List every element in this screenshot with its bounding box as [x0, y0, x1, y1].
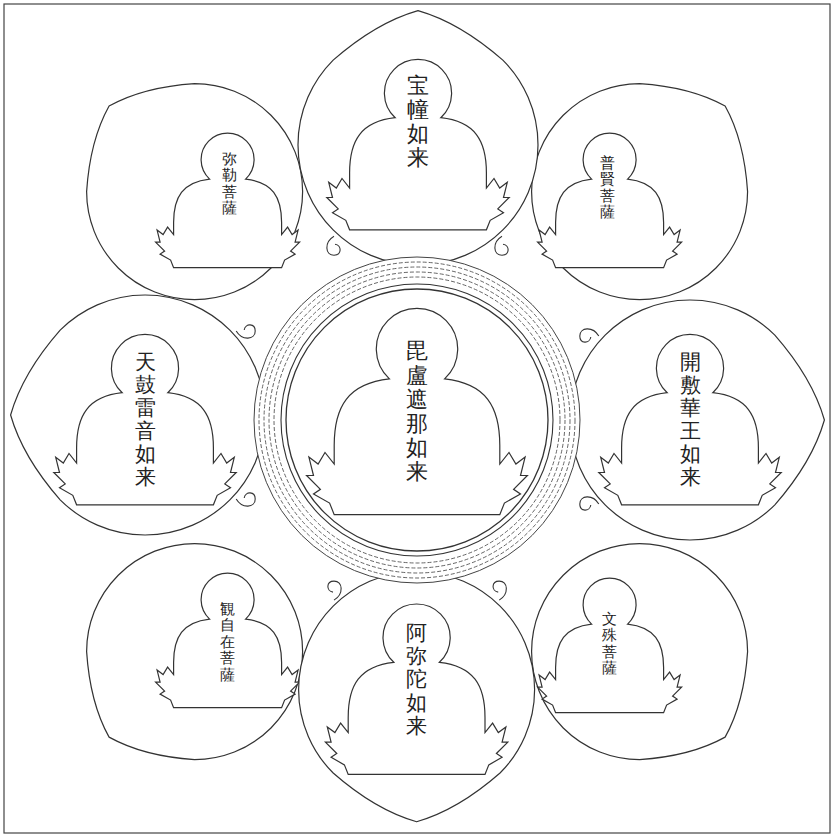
- lotus-petal: 観自在菩薩: [65, 522, 324, 781]
- buddha-figure: [326, 604, 508, 774]
- buddha-figure: [156, 134, 300, 268]
- petal-outline: [487, 499, 802, 814]
- petal-hook: [328, 582, 341, 601]
- petal-outline: [570, 300, 824, 540]
- deity-name: 普賢菩薩: [600, 155, 615, 221]
- outer-ring: [254, 257, 580, 583]
- inner-ring: [281, 284, 553, 556]
- petal-hook: [327, 236, 340, 255]
- petal-outline: [299, 572, 535, 822]
- central-circle: 毘盧遮那如来: [249, 252, 585, 588]
- petal-outline: [298, 11, 538, 265]
- petal-outline: [487, 30, 802, 345]
- buddha-figure: [538, 579, 682, 713]
- petal-outline: [33, 499, 348, 814]
- buddha-figure: [599, 334, 781, 504]
- dashed-ring: [264, 267, 570, 573]
- petal-hook: [493, 582, 506, 601]
- lotus-petal: 開敷華王如来: [546, 276, 834, 564]
- deity-name: 阿弥陀如来: [406, 622, 427, 737]
- deity-name: 弥勒菩薩: [222, 151, 237, 217]
- buddha-figure: [538, 134, 682, 268]
- node-outline: [510, 522, 769, 781]
- petal-hook: [236, 493, 255, 506]
- lotus-petal: 文殊菩薩: [510, 522, 769, 781]
- petal-hook: [495, 236, 508, 255]
- deity-name: 観自在菩薩: [220, 601, 235, 684]
- lotus-petal: 阿弥陀如来: [275, 548, 558, 831]
- inner-circle: [286, 289, 548, 551]
- buddha-figure: [307, 308, 528, 514]
- deity-name: 毘盧遮那如来: [406, 339, 428, 484]
- node-outline: [65, 62, 324, 321]
- deity-name: 天鼓雷音如来: [135, 351, 156, 490]
- petal-outline: [11, 295, 265, 535]
- dashed-ring: [269, 272, 565, 568]
- outer-frame: [4, 4, 830, 833]
- node-outline: [65, 522, 324, 781]
- lotus-petal: 宝幢如来: [274, 1, 562, 289]
- petal-hook: [236, 325, 255, 338]
- buddha-figure: [54, 334, 236, 504]
- dashed-ring: [274, 277, 560, 563]
- petal-outline: [33, 30, 348, 345]
- deity-name: 宝幢如来: [407, 74, 429, 171]
- lotus-petal: 普賢菩薩: [510, 62, 769, 321]
- petal-hook: [580, 329, 599, 342]
- deity-name: 開敷華王如来: [680, 351, 701, 490]
- buddha-figure: [327, 59, 509, 229]
- lotus-petal: 弥勒菩薩: [65, 62, 324, 321]
- deity-name: 文殊菩薩: [602, 611, 617, 677]
- lotus-petal: 天鼓雷音如来: [1, 271, 289, 559]
- buddha-figure: [156, 574, 300, 708]
- petal-hook: [580, 497, 599, 510]
- node-outline: [510, 62, 769, 321]
- dashed-ring: [259, 262, 575, 578]
